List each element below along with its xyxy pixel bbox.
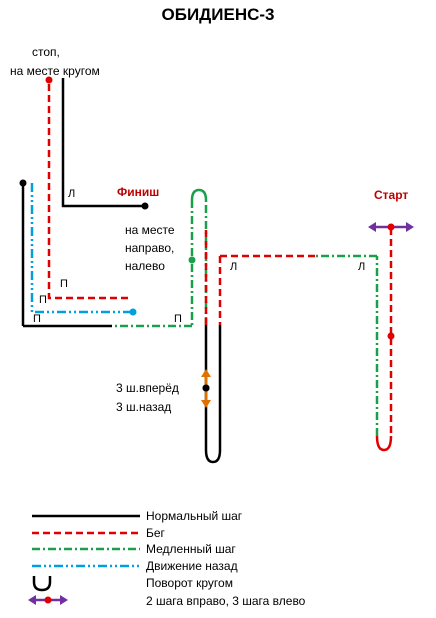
spot-label-line2: направо,: [125, 241, 174, 255]
stop-label-line2: на месте кругом: [10, 64, 100, 78]
double-arrow-icon: [28, 595, 68, 605]
stop-point-dot: [45, 76, 53, 84]
legend-label-uturn: Поворот кругом: [146, 576, 233, 590]
finish-point-dot: [141, 202, 149, 210]
marker-right-3: П: [33, 313, 41, 325]
legend-label-sidestep: 2 шага вправо, 3 шага влево: [146, 594, 306, 608]
sidestep-arrow-icon: [368, 222, 414, 232]
legend-label-slow: Медленный шаг: [146, 542, 236, 556]
route-start-segment: [218, 228, 393, 452]
route-backward-segment: [30, 183, 133, 314]
marker-left-2: Л: [230, 261, 237, 273]
legend: Нормальный шаг Бег Медленный шаг Движени…: [28, 509, 306, 608]
marker-left-1: Л: [68, 188, 75, 200]
legend-label-run: Бег: [146, 526, 166, 540]
steps-label-line2: 3 ш.назад: [116, 400, 171, 414]
legend-label-back: Движение назад: [146, 559, 238, 573]
stop-label-line1: стоп,: [32, 45, 60, 59]
marker-left-3: Л: [358, 261, 365, 273]
u-turn-icon: [32, 576, 52, 592]
forward-back-arrow-icon: [201, 369, 211, 408]
run-point-dot: [387, 332, 395, 340]
route-middle-segment: [190, 188, 222, 464]
steps-label-line1: 3 ш.вперёд: [116, 381, 179, 395]
legend-label-normal: Нормальный шаг: [146, 509, 243, 523]
spot-label-line3: налево: [125, 259, 165, 273]
turns-point-dot: [188, 256, 196, 264]
marker-right-4: П: [174, 313, 182, 325]
marker-right-2: П: [39, 294, 47, 306]
route-normal-to-finish: [61, 78, 145, 208]
finish-label: Финиш: [117, 185, 159, 199]
start-point-dot: [19, 179, 27, 187]
page-title: ОБИДИЕНС-3: [162, 5, 275, 24]
route-run-to-stop: [47, 78, 128, 300]
route-bottom-segment: [21, 183, 192, 328]
marker-right-1: П: [60, 278, 68, 290]
start-label: Старт: [374, 188, 408, 202]
spot-label-line1: на месте: [125, 223, 175, 237]
backward-end-dot: [129, 308, 137, 316]
